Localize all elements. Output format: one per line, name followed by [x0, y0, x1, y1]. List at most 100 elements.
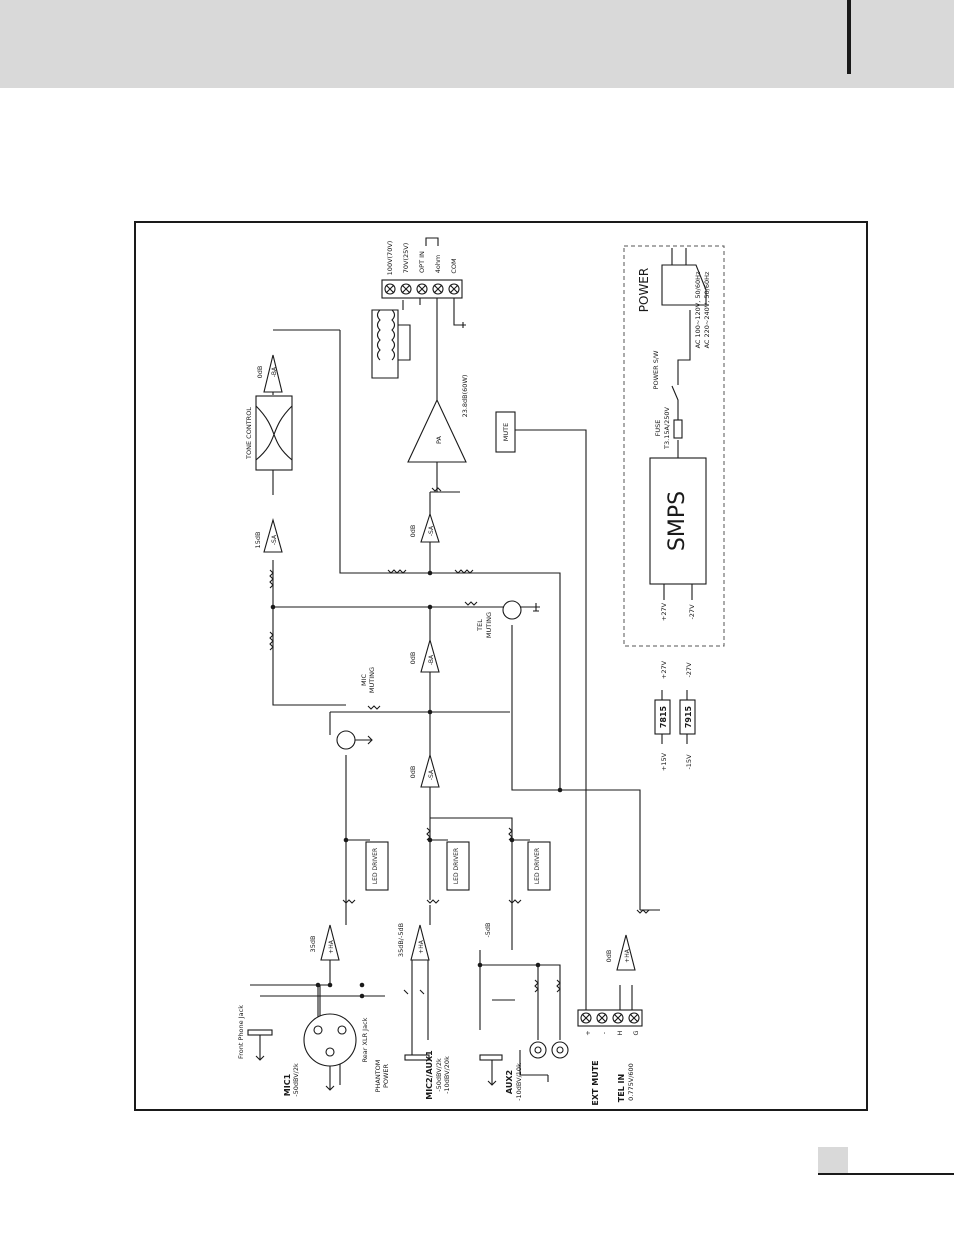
tel-muting-label-2: MUTING [485, 612, 493, 638]
reg-7915-out: -15V [685, 754, 693, 770]
ac-range-2: AC 220~240V, 50/60Hz [703, 271, 711, 348]
amp-sa-lower-label: -SA [428, 769, 435, 780]
gain-pa-power: 23.8dB(60W) [461, 375, 469, 418]
mute-block: MUTE [495, 411, 516, 453]
led-driver-1: LED DRIVER [365, 841, 389, 891]
reg-7815-out: +15V [660, 752, 668, 771]
tel-in-title: TEL IN [617, 1074, 626, 1102]
amp-pa-label: PA [435, 435, 443, 444]
mic2-spec-2: -10dBV/20k [443, 1056, 451, 1094]
gain-ba-top: 0dB [256, 366, 264, 379]
reg-7815-chip: 7815 [659, 705, 668, 728]
amp-ha-mic1-label: +HA [328, 939, 335, 954]
aux2-spec: -10dBV/10k [515, 1063, 523, 1101]
gain-ba-mid: 0dB [409, 652, 417, 665]
amp-pa: PA 23.8dB(60W) [407, 375, 469, 463]
header-divider-mark [847, 0, 851, 74]
tap-100v: 100V(70V) [386, 241, 394, 276]
mic2-spec-1: -50dBV/2k [435, 1058, 443, 1092]
resistors [269, 487, 650, 993]
amp-ba-top: -BA 0dB [256, 354, 283, 393]
amp-sa-lower: -SA 0dB [409, 752, 440, 788]
amp-sa-pa-label: -SA [428, 525, 435, 536]
fuse-label: FUSE [654, 420, 662, 437]
terminal-h: H [616, 1030, 624, 1035]
ext-mute-title: EXT MUTE [591, 1060, 600, 1105]
reg-7915-chip: 7915 [684, 705, 693, 728]
tel-in-spec: 0.775V/600 [627, 1063, 635, 1101]
amp-ha-tel-label: +HA [624, 948, 631, 963]
tap-opt-in: OPT IN [418, 251, 426, 273]
regulator-7915: 7915 -27V -15V [679, 662, 696, 770]
gain-sa-tone: 15dB [254, 532, 262, 549]
output-transformer [371, 300, 411, 379]
amp-ba-mid-label: -BA [428, 654, 435, 665]
smps-label: SMPS [665, 491, 690, 551]
tap-4ohm: 4ohm [434, 255, 442, 274]
amp-ha-tel: +HA 0dB [605, 934, 636, 971]
output-terminal-block: 100V(70V) 70V(25V) OPT IN 4ohm COM [381, 237, 466, 328]
diagram-frame [134, 221, 868, 1111]
mic-muting-label-1: MIC [360, 674, 368, 687]
mic-muting-label-2: MUTING [368, 667, 376, 693]
gain-mic2: 35dB/-5dB [397, 923, 405, 957]
regulator-7815: 7815 +27V +15V [654, 660, 671, 771]
amp-ha-mic2: +HA 35dB/-5dB [397, 923, 430, 961]
power-section: POWER SMPS +27V -27V FUSE T3.15A/250V PO… [623, 245, 725, 647]
led-driver-3: LED DRIVER [527, 841, 551, 891]
tone-control-label: TONE CONTROL [245, 407, 253, 460]
power-title: POWER [637, 268, 651, 312]
terminal-g: G [632, 1030, 640, 1035]
mute-label: MUTE [502, 423, 510, 441]
rear-xlr-label: Rear XLR Jack [361, 1017, 369, 1062]
gain-aux2: -5dB [484, 922, 492, 937]
gain-mic1: 35dB [309, 936, 317, 953]
amp-ha-mic2-label: +HA [418, 939, 425, 954]
mic1-spec: -50dBV/2k [292, 1063, 300, 1097]
wiring [250, 290, 660, 1085]
header-band [0, 0, 954, 88]
terminal-plus: + [584, 1030, 592, 1035]
amp-sa-pa: -SA 0dB [409, 512, 440, 543]
aux2-input: AUX2 -10dBV/10k [479, 1041, 569, 1101]
gain-sa-pa: 0dB [409, 525, 417, 538]
fuse-rating: T3.15A/250V [663, 406, 671, 449]
block-diagram: -BA 0dB TONE CONTROL -SA 15dB PA 23.8dB(… [237, 237, 725, 1106]
amp-ha-mic1: +HA 35dB [309, 924, 340, 961]
junction-dots [270, 570, 563, 999]
gain-tel: 0dB [605, 950, 613, 963]
phantom-label-2: POWER [382, 1063, 390, 1088]
tel-muting-transistor: TEL MUTING [476, 600, 539, 638]
gain-aux2-group: -5dB [484, 922, 492, 937]
terminal-minus: - [600, 1031, 608, 1034]
led-driver-3-label: LED DRIVER [534, 848, 541, 884]
mic1-input: Front Phone Jack Rear XLR Jack PHANTOM P… [237, 1005, 390, 1097]
amp-sa-tone: -SA 15dB [254, 517, 283, 553]
led-driver-2-label: LED DRIVER [453, 848, 460, 884]
switch-label: POWER S/W [652, 350, 660, 389]
mic2-title: MIC2/AUX1 [425, 1050, 434, 1100]
mic2-input: MIC2/AUX1 -50dBV/2k -10dBV/20k [403, 989, 451, 1100]
tel-muting-label-1: TEL [476, 619, 484, 632]
tap-70v: 70V(25V) [402, 243, 410, 274]
gain-sa-lower: 0dB [409, 766, 417, 779]
rail-minus: -27V [688, 604, 696, 620]
amp-ba-top-label: -BA [271, 366, 278, 377]
amp-sa-tone-label: -SA [271, 534, 278, 545]
page-number-box [818, 1147, 848, 1173]
aux2-title: AUX2 [505, 1070, 514, 1094]
led-driver-2: LED DRIVER [446, 841, 470, 891]
mic1-title: MIC1 [283, 1073, 292, 1096]
ac-range-1: AC 100~120V, 50/60Hz [694, 271, 702, 348]
footer-rule [818, 1173, 954, 1175]
reg-7815-in: +27V [660, 660, 668, 679]
tone-control-block: TONE CONTROL [245, 395, 293, 471]
amp-ba-mid: -BA 0dB [409, 637, 440, 673]
tap-com: COM [450, 258, 458, 273]
mic-muting-transistor: MIC MUTING [336, 667, 376, 750]
phantom-label-1: PHANTOM [374, 1060, 382, 1093]
front-jack-label: Front Phone Jack [237, 1005, 245, 1059]
rail-plus: +27V [660, 602, 668, 621]
led-driver-1-label: LED DRIVER [372, 848, 379, 884]
reg-7915-in: -27V [685, 662, 693, 678]
